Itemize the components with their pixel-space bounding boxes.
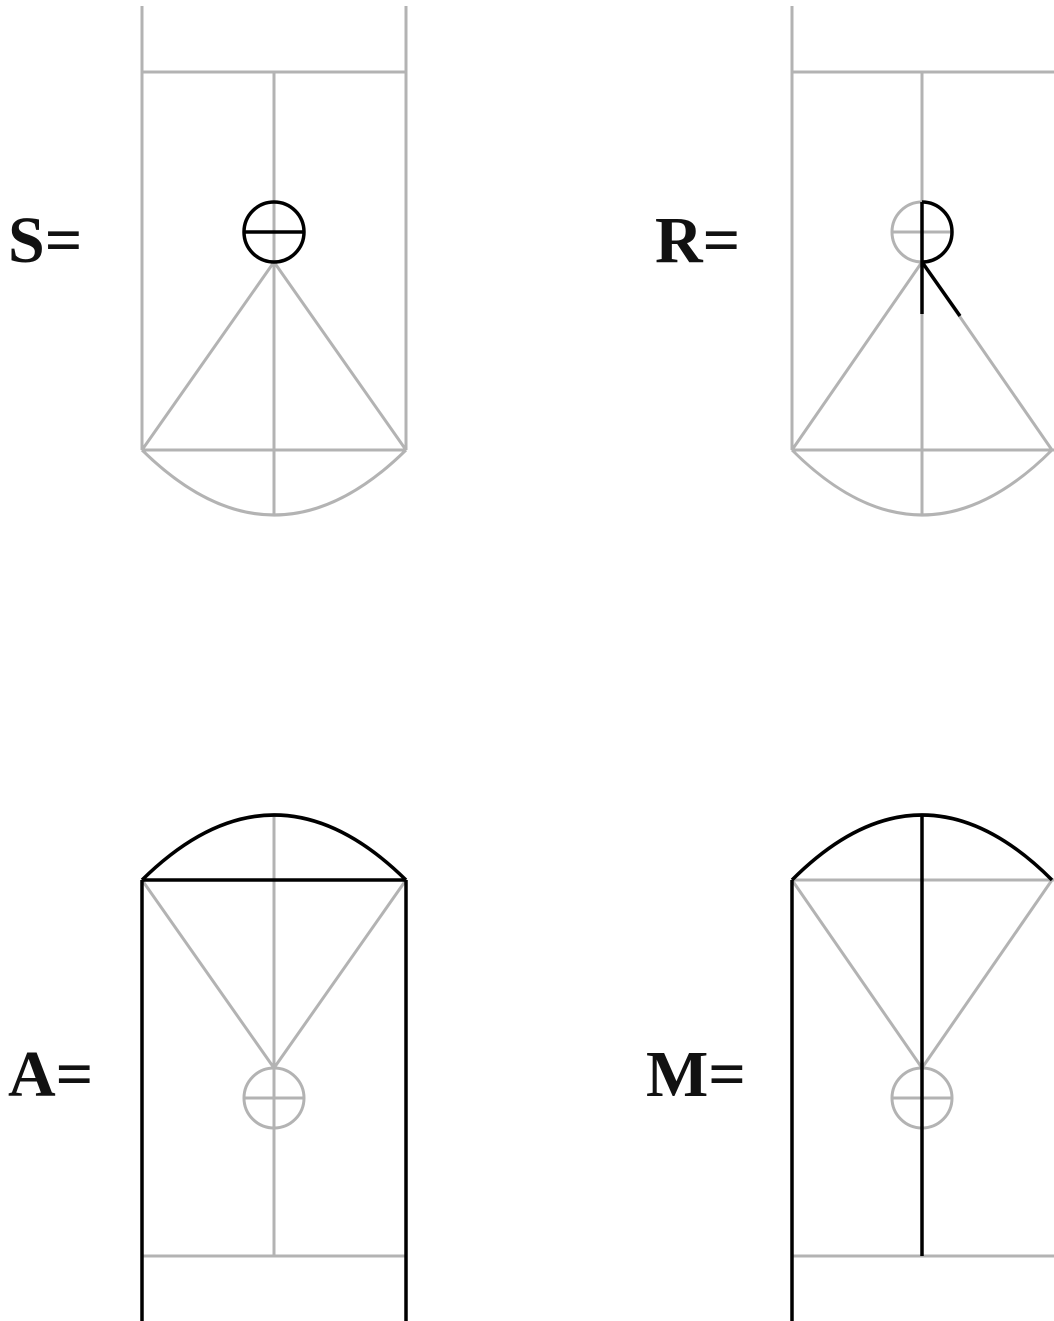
- label-s: S=: [8, 204, 82, 277]
- label-a: A=: [8, 1038, 93, 1111]
- panel-m: M=: [646, 813, 1054, 1321]
- panel-m-highlight: [790, 813, 1054, 1321]
- label-m: M=: [646, 1038, 746, 1111]
- panel-s: S=: [8, 6, 408, 517]
- label-r: R=: [655, 204, 740, 277]
- panel-s-highlight: [242, 200, 306, 264]
- panel-a-guides: [140, 814, 408, 1258]
- panel-a-highlight: [140, 813, 408, 1321]
- panel-r-highlight: [920, 200, 962, 318]
- panel-s-guides: [140, 6, 408, 517]
- panel-r: R=: [655, 6, 1054, 517]
- panel-a: A=: [8, 813, 408, 1321]
